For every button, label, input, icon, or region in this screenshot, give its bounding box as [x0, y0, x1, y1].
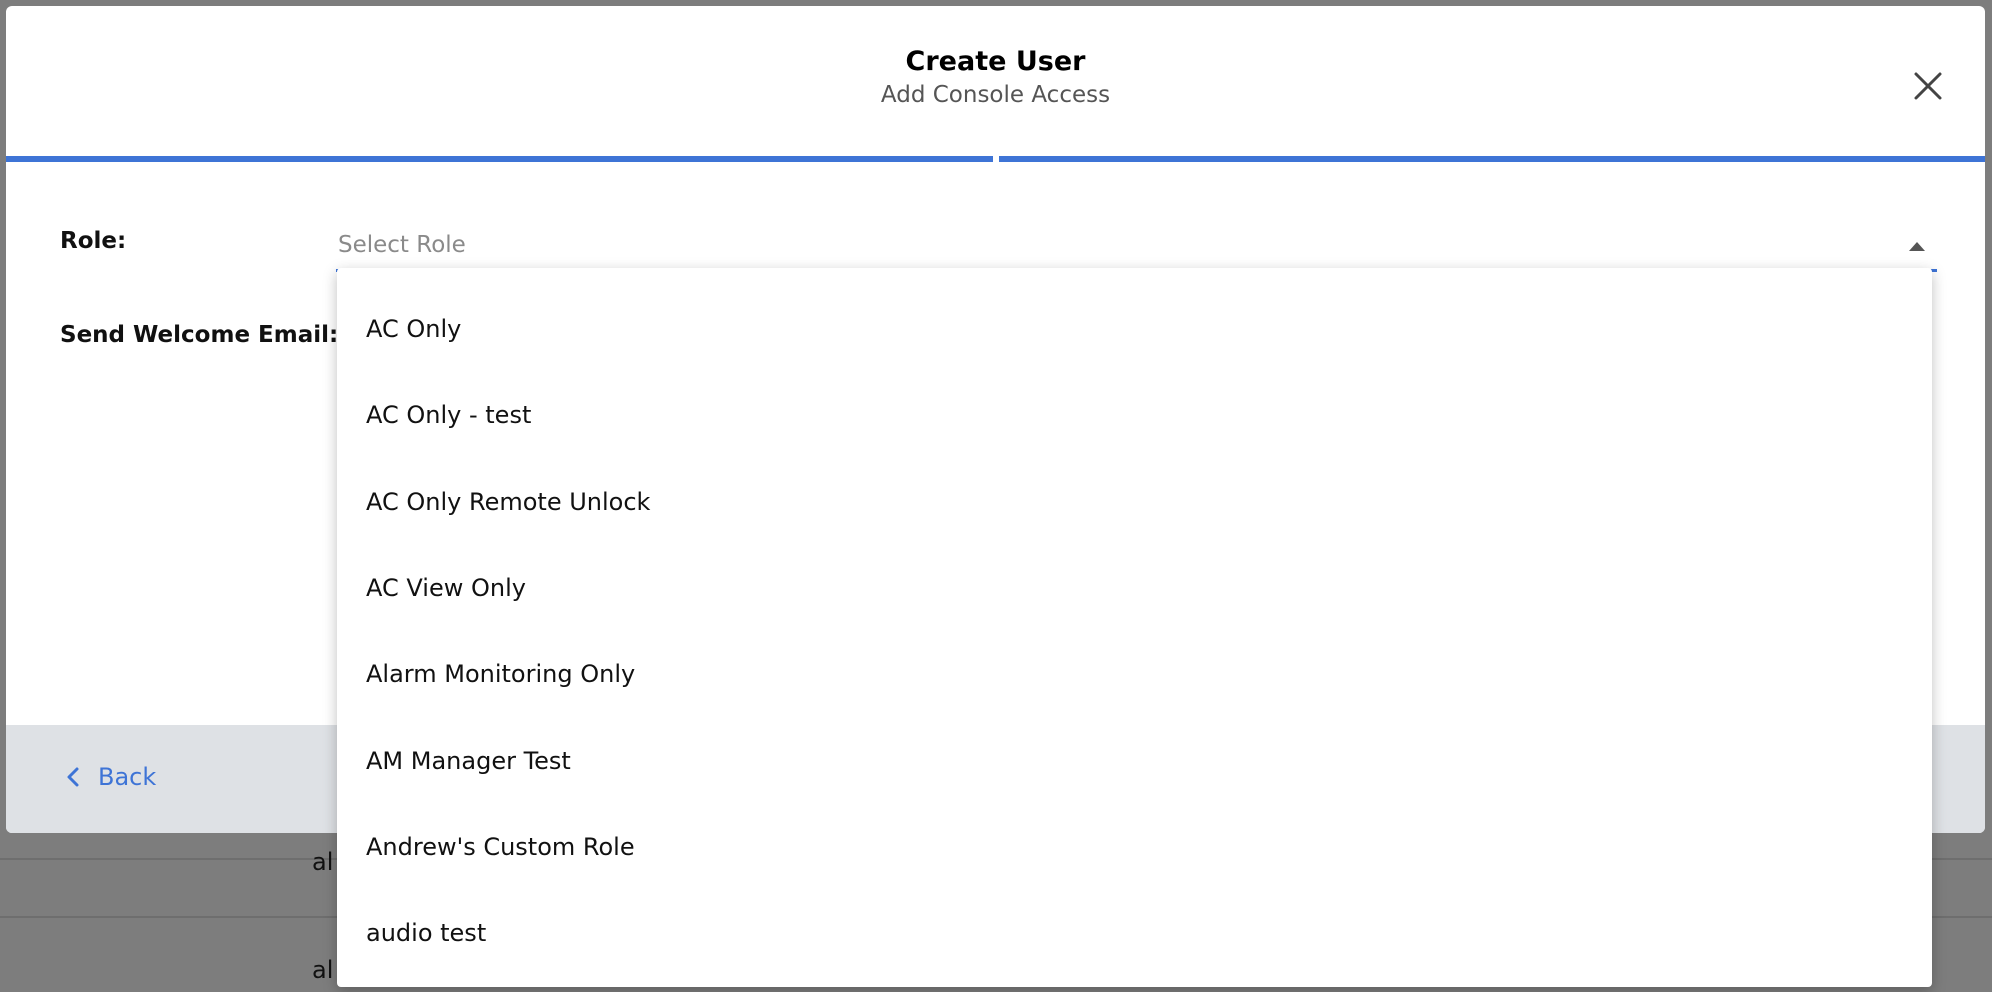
chevron-left-icon — [67, 767, 79, 787]
role-select-placeholder: Select Role — [338, 232, 466, 258]
progress-step-1 — [6, 156, 993, 162]
close-icon — [1914, 72, 1942, 100]
back-button-label: Back — [98, 763, 157, 791]
background-cell: al — [312, 848, 334, 876]
dropdown-option[interactable]: Alarm Monitoring Only — [366, 660, 636, 689]
caret-up-icon — [1909, 242, 1925, 251]
dropdown-option[interactable]: Andrew's Custom Role — [366, 832, 635, 861]
dropdown-option[interactable]: AC Only Remote Unlock — [366, 487, 651, 516]
dropdown-option[interactable]: AC Only — [366, 315, 462, 344]
dropdown-option[interactable]: audio test — [366, 919, 487, 948]
dropdown-option[interactable]: AC View Only — [366, 574, 526, 603]
dropdown-option[interactable]: AC Only - test — [366, 401, 532, 430]
close-button[interactable] — [1906, 64, 1950, 108]
role-dropdown-menu: AC Only AC Only - test AC Only Remote Un… — [337, 268, 1932, 987]
modal-title: Create User — [905, 46, 1086, 77]
progress-step-2 — [999, 156, 1985, 162]
role-label: Role: — [60, 228, 127, 254]
background-cell: al — [312, 956, 334, 984]
modal-header: Create User Add Console Access — [6, 6, 1985, 160]
back-button[interactable]: Back — [66, 763, 156, 791]
role-select[interactable]: Select Role — [336, 226, 1937, 272]
dropdown-option[interactable]: AM Manager Test — [366, 746, 571, 775]
modal-subtitle: Add Console Access — [880, 82, 1111, 108]
send-welcome-email-label: Send Welcome Email: — [60, 322, 339, 348]
